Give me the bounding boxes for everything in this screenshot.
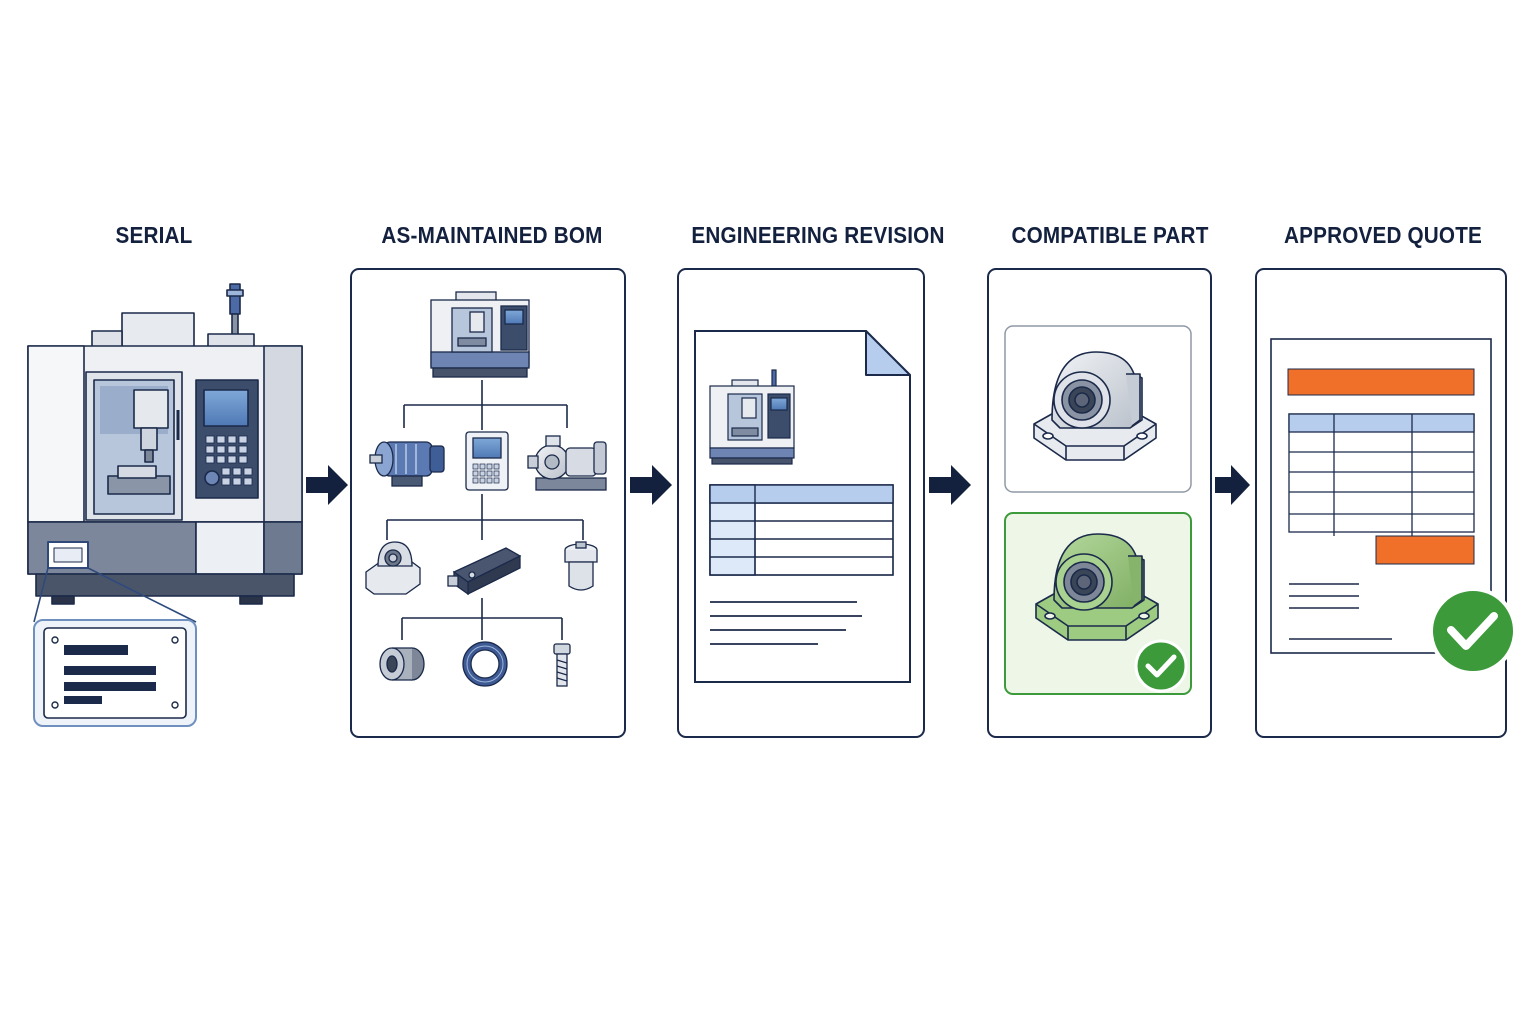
keypad-key xyxy=(479,477,486,484)
pump-icon xyxy=(527,435,607,491)
keypad-key xyxy=(238,455,248,464)
stage-title-revision: ENGINEERING REVISION xyxy=(691,222,945,248)
cnc-machine-icon xyxy=(709,369,795,465)
callout-lines xyxy=(33,567,197,623)
keypad-key xyxy=(486,463,493,470)
seal-ring-icon xyxy=(462,641,508,687)
keypad-key xyxy=(227,445,237,454)
keypad-key xyxy=(493,477,500,484)
keypad-key xyxy=(216,455,226,464)
keypad-key xyxy=(232,477,242,486)
keypad-key xyxy=(486,470,493,477)
flow-arrows xyxy=(306,465,1250,505)
stage-title-serial: SERIAL xyxy=(115,222,193,248)
pillow-block-bearing-icon xyxy=(1035,533,1159,641)
keypad-key xyxy=(472,470,479,477)
bolt-icon xyxy=(553,643,571,687)
revision-text-lines xyxy=(710,601,862,645)
cnc-machine-icon xyxy=(430,291,530,378)
check-icon xyxy=(1134,639,1188,693)
stage-title-bom: AS-MAINTAINED BOM xyxy=(381,222,603,248)
pillow-block-bearing-icon xyxy=(1033,351,1157,461)
arrow-2 xyxy=(630,465,672,505)
keypad-key xyxy=(221,477,231,486)
keypad-key xyxy=(479,463,486,470)
keypad-key xyxy=(232,467,242,476)
bom-tree-lines xyxy=(386,380,584,640)
keypad-key xyxy=(238,445,248,454)
keypad-key xyxy=(221,467,231,476)
keypad-key xyxy=(472,463,479,470)
revision-table xyxy=(709,484,894,576)
arrow-3 xyxy=(929,465,971,505)
keypad-key xyxy=(216,445,226,454)
keypad-key xyxy=(243,477,253,486)
keypad-key xyxy=(493,463,500,470)
keypad-key xyxy=(493,470,500,477)
keypad-key xyxy=(205,455,215,464)
arrow-4 xyxy=(1215,465,1250,505)
pillow-block-bearing-icon xyxy=(365,541,421,595)
serial-nameplate-icon xyxy=(33,619,197,727)
keypad-icon xyxy=(205,435,253,486)
keypad-key xyxy=(486,477,493,484)
keypad-key xyxy=(205,445,215,454)
linear-actuator-icon xyxy=(447,547,522,596)
arrow-1 xyxy=(306,465,348,505)
filter-cartridge-icon xyxy=(564,541,598,591)
bushing-icon xyxy=(379,647,425,681)
keypad-key xyxy=(227,455,237,464)
keypad-icon xyxy=(472,463,500,484)
stage-title-part: COMPATIBLE PART xyxy=(1011,222,1209,248)
keypad-key xyxy=(216,435,226,444)
keypad-key xyxy=(243,467,253,476)
keypad-key xyxy=(238,435,248,444)
electric-motor-icon xyxy=(369,441,445,487)
stage-title-quote: APPROVED QUOTE xyxy=(1283,222,1483,248)
keypad-key xyxy=(227,435,237,444)
keypad-key xyxy=(472,477,479,484)
keypad-key xyxy=(205,435,215,444)
cnc-machine-icon xyxy=(27,283,303,605)
check-icon xyxy=(1429,587,1517,675)
keypad-key xyxy=(479,470,486,477)
